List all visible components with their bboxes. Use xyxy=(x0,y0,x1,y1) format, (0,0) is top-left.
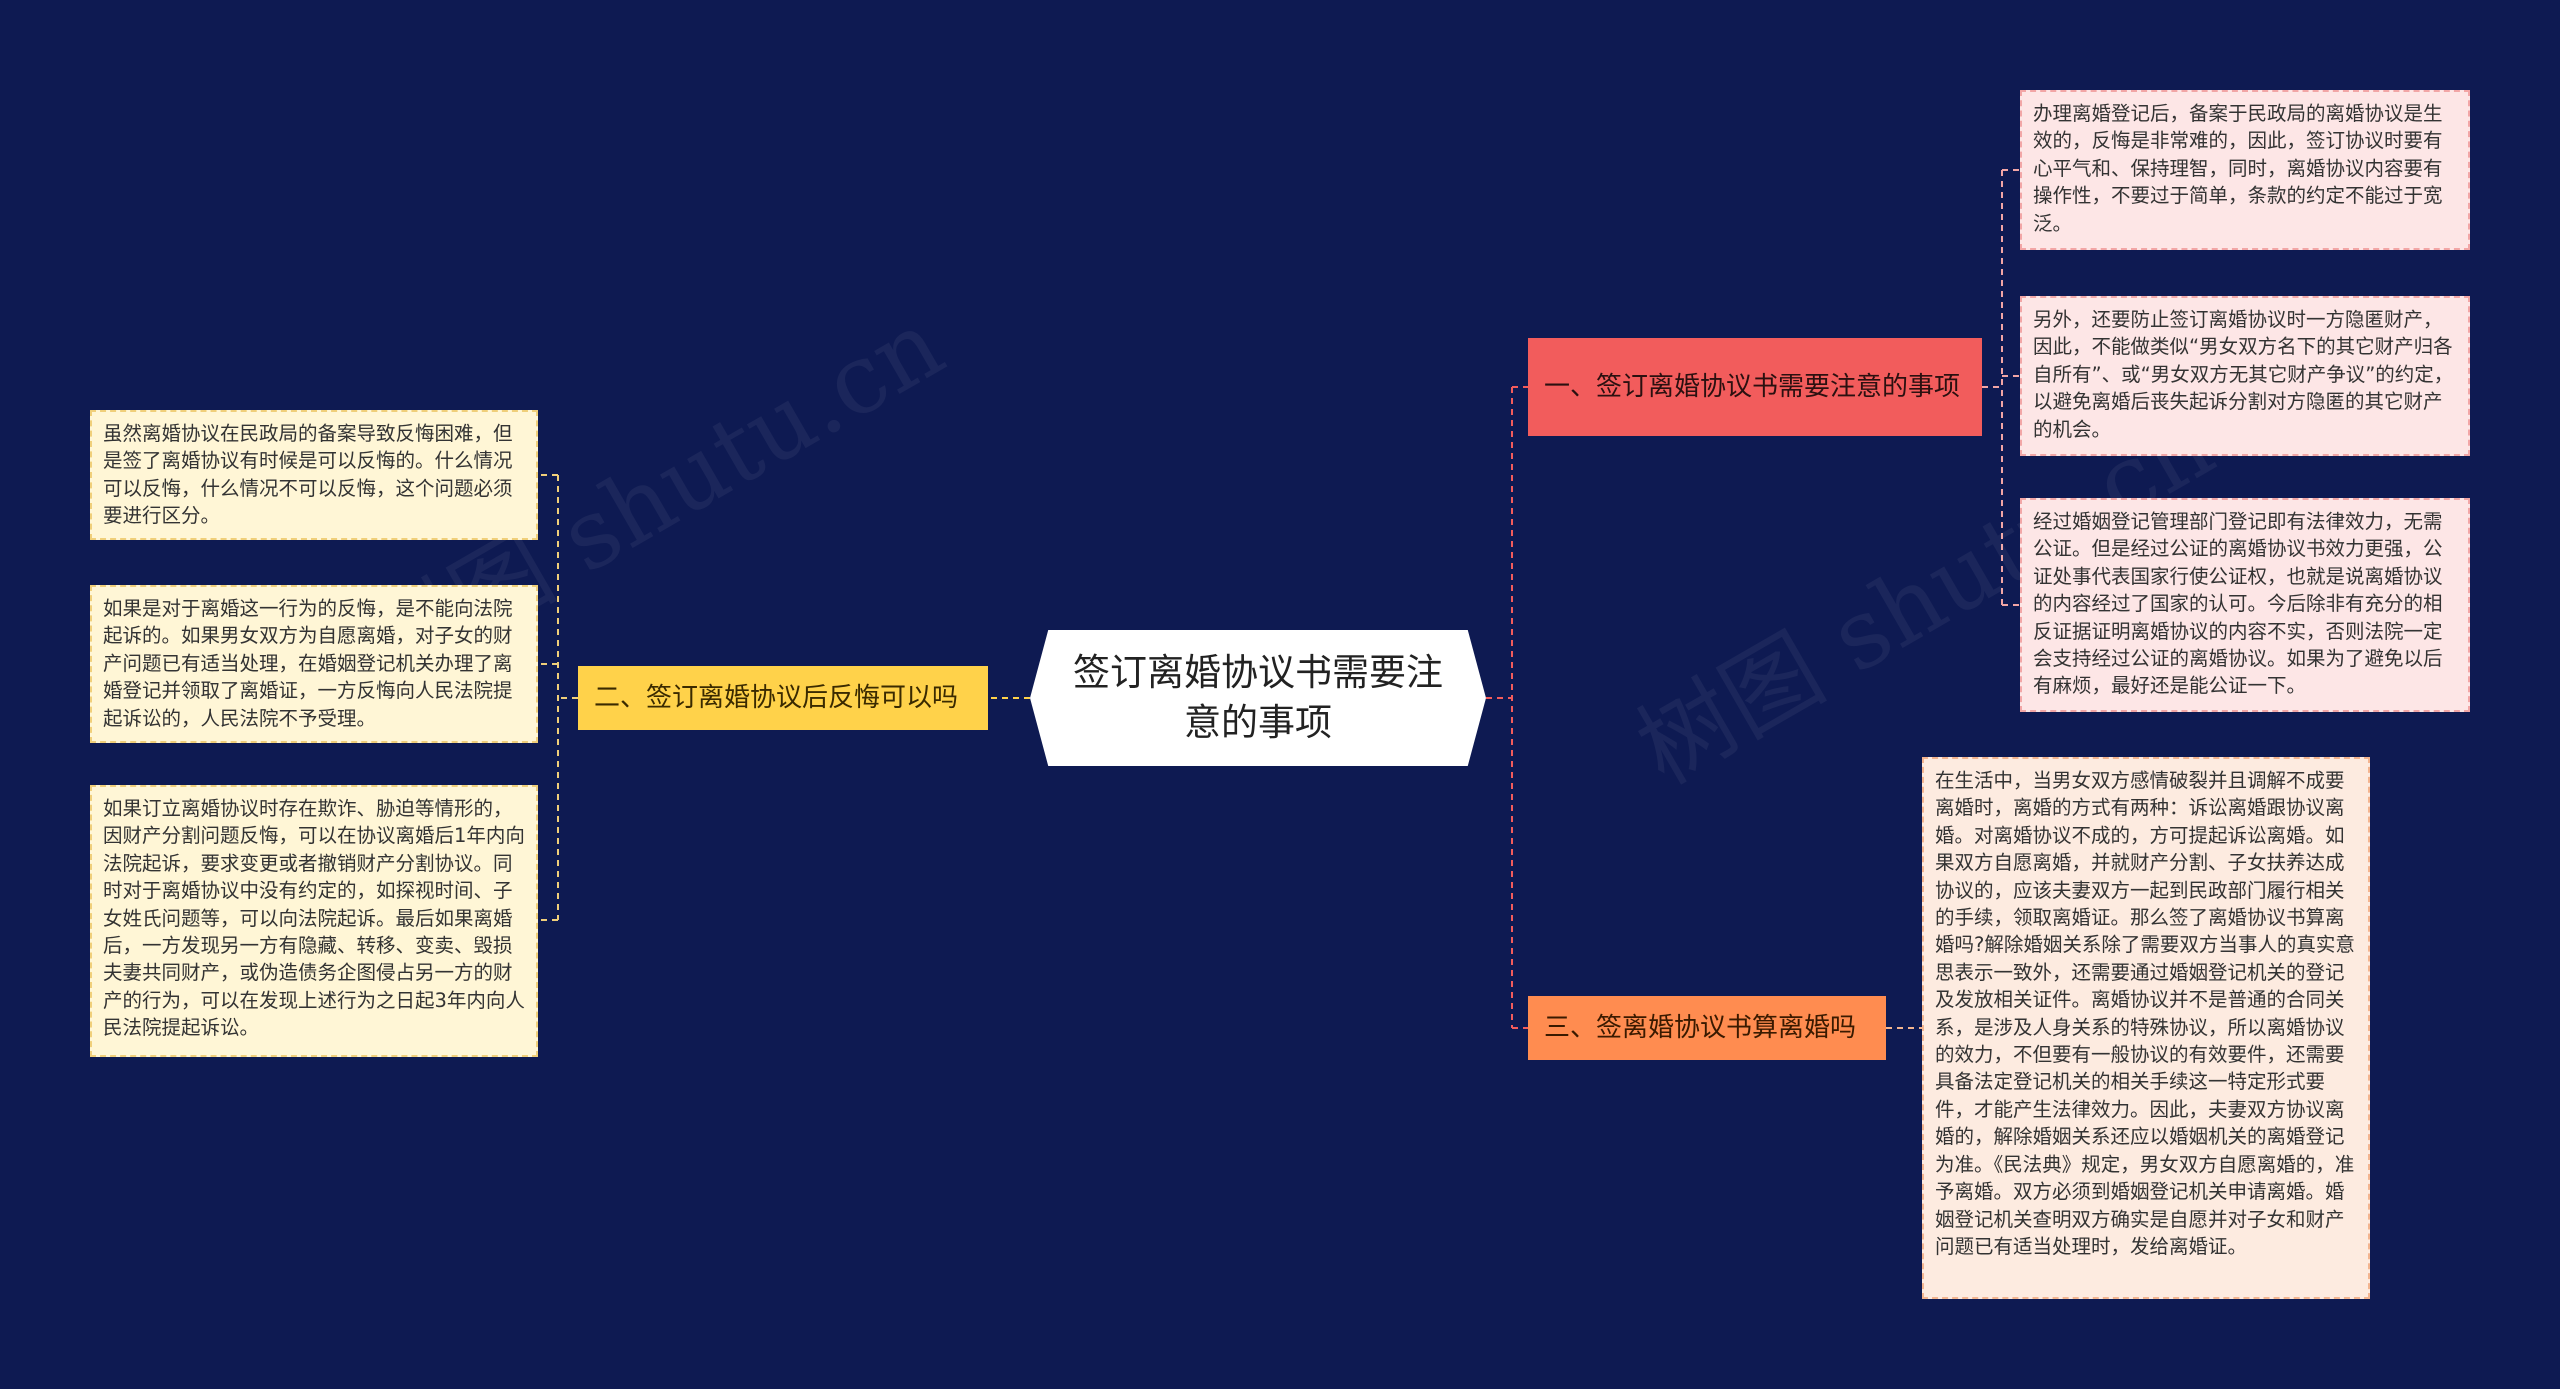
branch-two-label: 二、签订离婚协议后反悔可以吗 xyxy=(594,683,959,713)
central-topic-label: 签订离婚协议书需要注意的事项 xyxy=(1073,651,1443,744)
leaf-text: 虽然离婚协议在民政局的备案导致反悔困难，但是签了离婚协议有时候是可以反悔的。什么… xyxy=(103,422,513,528)
leaf-three-a[interactable]: 在生活中，当男女双方感情破裂并且调解不成要离婚时，离婚的方式有两种：诉讼离婚跟协… xyxy=(1922,757,2370,1299)
leaf-text: 如果是对于离婚这一行为的反悔，是不能向法院起诉的。如果男女双方为自愿离婚，对子女… xyxy=(103,597,513,730)
branch-one-label: 一、签订离婚协议书需要注意的事项 xyxy=(1544,372,1961,402)
leaf-one-c[interactable]: 经过婚姻登记管理部门登记即有法律效力，无需公证。但是经过公证的离婚协议书效力更强… xyxy=(2020,498,2470,712)
branch-three[interactable]: 三、签离婚协议书算离婚吗 xyxy=(1528,996,1886,1060)
branch-one[interactable]: 一、签订离婚协议书需要注意的事项 xyxy=(1528,338,1982,436)
leaf-text: 如果订立离婚协议时存在欺诈、胁迫等情形的，因财产分割问题反悔，可以在协议离婚后1… xyxy=(103,797,525,1040)
leaf-text: 另外，还要防止签订离婚协议时一方隐匿财产，因此，不能做类似“男女双方名下的其它财… xyxy=(2033,308,2454,441)
leaf-text: 在生活中，当男女双方感情破裂并且调解不成要离婚时，离婚的方式有两种：诉讼离婚跟协… xyxy=(1935,769,2355,1258)
central-topic[interactable]: 签订离婚协议书需要注意的事项 xyxy=(1030,630,1486,766)
leaf-two-a[interactable]: 虽然离婚协议在民政局的备案导致反悔困难，但是签了离婚协议有时候是可以反悔的。什么… xyxy=(90,410,538,540)
leaf-text: 办理离婚登记后，备案于民政局的离婚协议是生效的，反悔是非常难的，因此，签订协议时… xyxy=(2033,102,2443,235)
branch-two[interactable]: 二、签订离婚协议后反悔可以吗 xyxy=(578,666,988,730)
leaf-one-a[interactable]: 办理离婚登记后，备案于民政局的离婚协议是生效的，反悔是非常难的，因此，签订协议时… xyxy=(2020,90,2470,250)
leaf-text: 经过婚姻登记管理部门登记即有法律效力，无需公证。但是经过公证的离婚协议书效力更强… xyxy=(2033,510,2443,698)
leaf-one-b[interactable]: 另外，还要防止签订离婚协议时一方隐匿财产，因此，不能做类似“男女双方名下的其它财… xyxy=(2020,296,2470,456)
connector-branch-two xyxy=(538,474,578,921)
leaf-two-c[interactable]: 如果订立离婚协议时存在欺诈、胁迫等情形的，因财产分割问题反悔，可以在协议离婚后1… xyxy=(90,785,538,1057)
connector-center-right xyxy=(1486,386,1528,1029)
leaf-two-b[interactable]: 如果是对于离婚这一行为的反悔，是不能向法院起诉的。如果男女双方为自愿离婚，对子女… xyxy=(90,585,538,743)
branch-three-label: 三、签离婚协议书算离婚吗 xyxy=(1544,1013,1857,1043)
